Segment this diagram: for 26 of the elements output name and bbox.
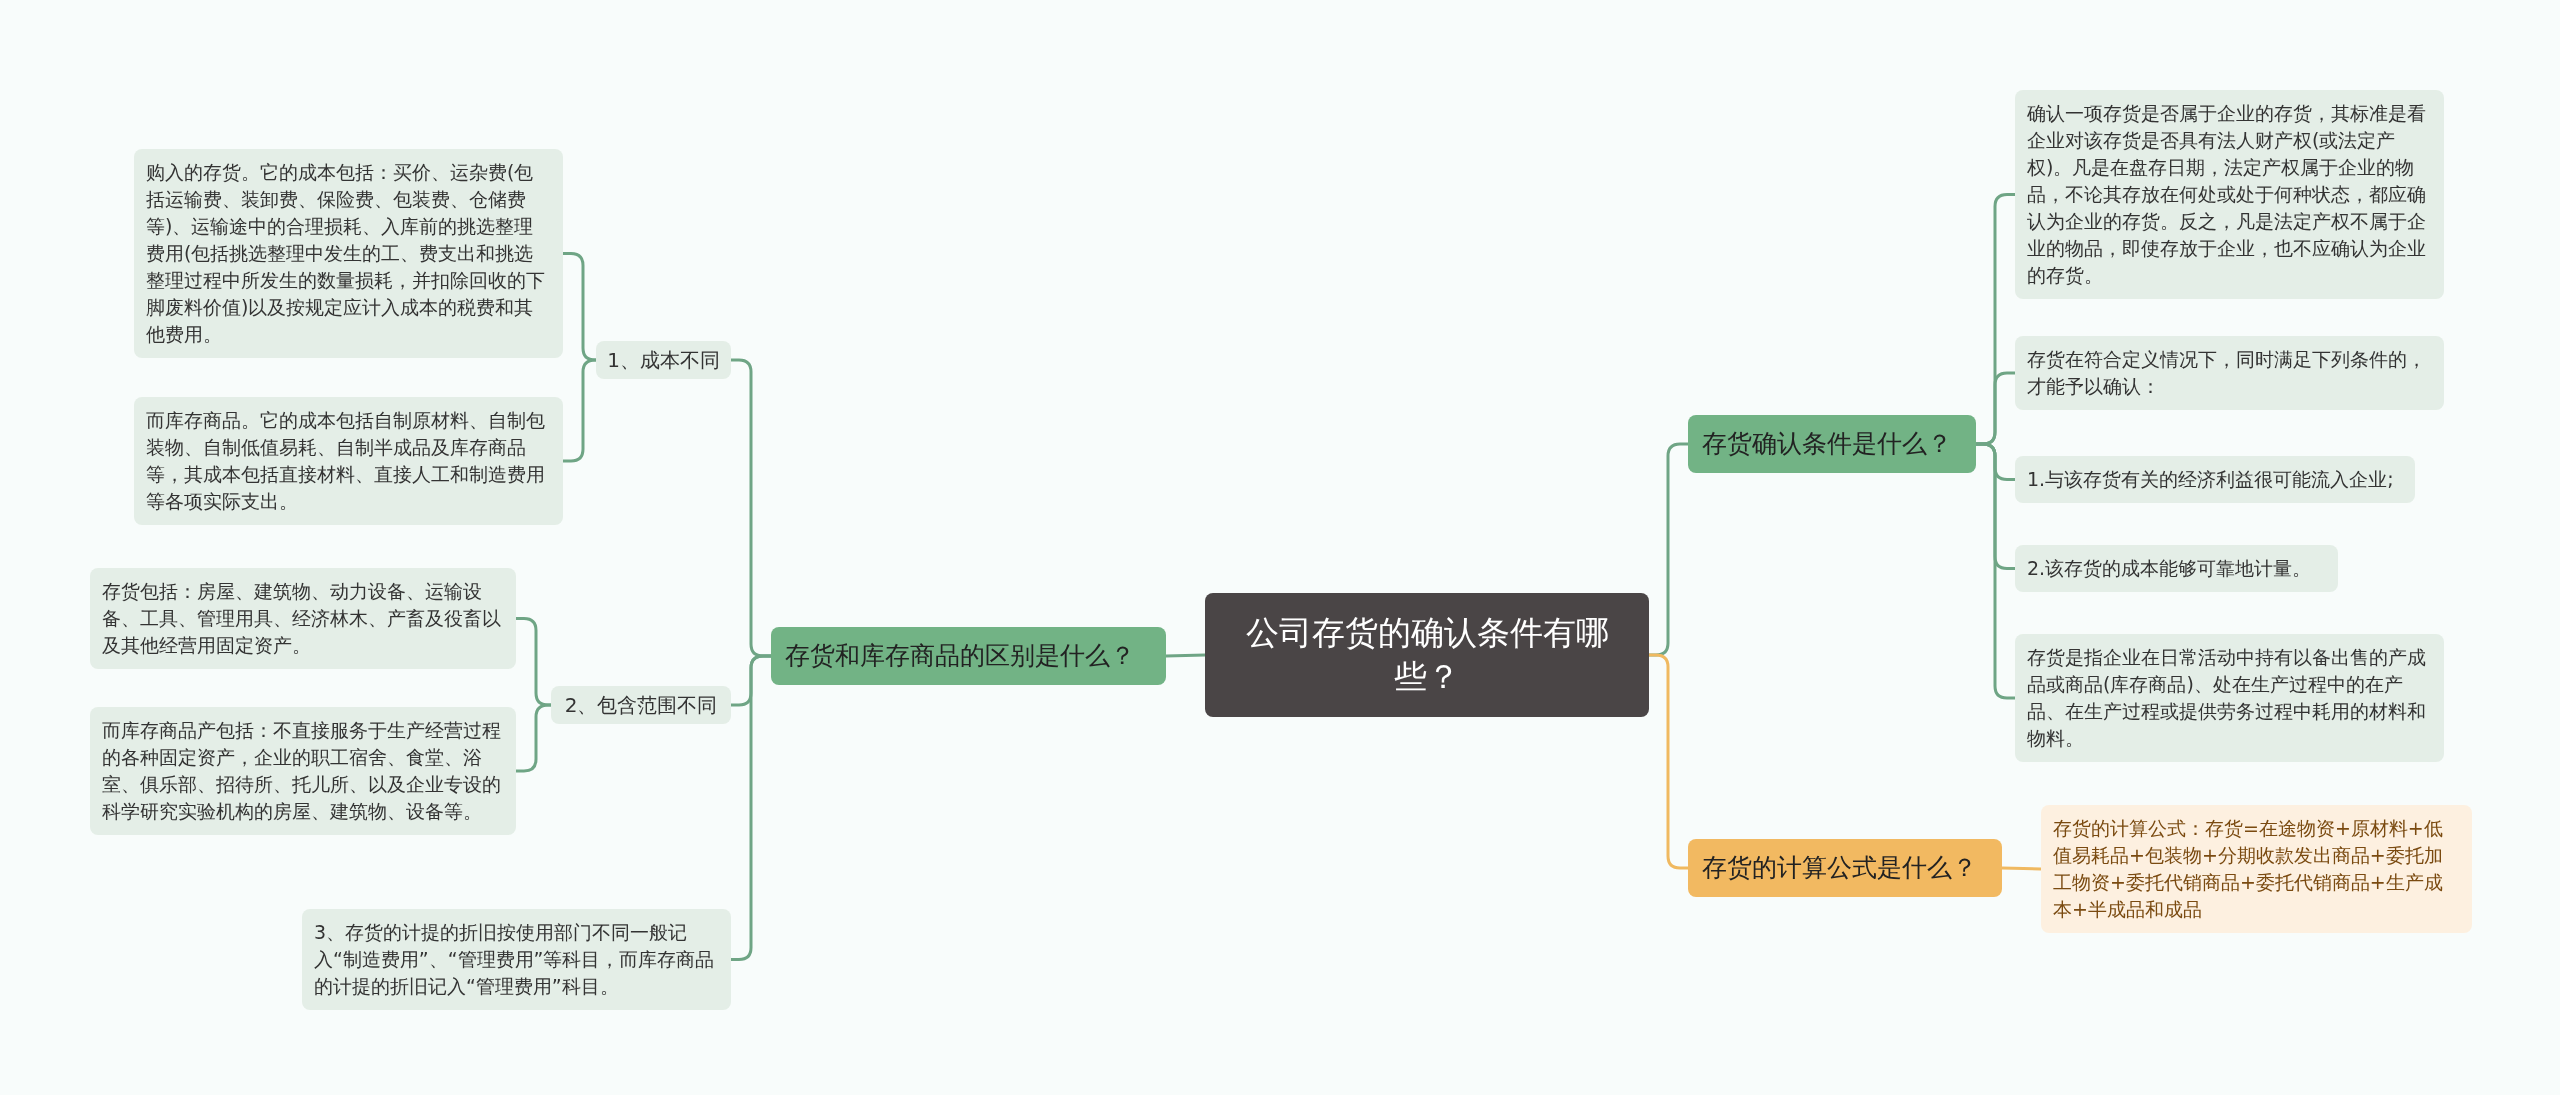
note-box: 存货在符合定义情况下，同时满足下列条件的，才能予以确认：	[2015, 336, 2444, 410]
note-box: 1.与该存货有关的经济利益很可能流入企业;	[2015, 456, 2415, 503]
note-box: 而库存商品产包括：不直接服务于生产经营过程的各种固定资产，企业的职工宿舍、食堂、浴室、俱乐部、招待所、托儿所、以及企业专设的科学研究实验机构的房屋、建筑物、设备等。	[90, 707, 516, 835]
connector-line	[1976, 442, 2015, 700]
note-box: 存货的计算公式：存货=在途物资+原材料+低值易耗品+包装物+分期收款发出商品+委托加工物资+委托代销商品+委托代销商品+生产成本+半成品和成品	[2041, 805, 2472, 933]
connector-line	[2001, 866, 2042, 871]
connector-line	[563, 358, 597, 463]
connector-line	[731, 654, 771, 961]
topic-box: 存货确认条件是什么？	[1688, 415, 1976, 473]
central-topic-box: 公司存货的确认条件有哪些？	[1205, 593, 1649, 717]
connector-line	[516, 703, 551, 773]
topic-box: 存货和库存商品的区别是什么？	[771, 627, 1166, 685]
note-box: 存货是指企业在日常活动中持有以备出售的产成品或商品(库存商品)、处在生产过程中的在产品、在生产过程或提供劳务过程中耗用的材料和物料。	[2015, 634, 2444, 762]
connector-line	[516, 617, 551, 707]
topic-box: 存货的计算公式是什么？	[1688, 839, 2002, 897]
connector-line	[1165, 653, 1206, 658]
note-box: 确认一项存货是否属于企业的存货，其标准是看企业对该存货是否具有法人财产权(或法定产权)。凡是在盘存日期，法定产权属于企业的物品，不论其存放在何处或处于何种状态，都应确认为企业的存货。反之，凡是法定产权不属于企业的物品，即使存放于企业，也不应确认为企业的存货。	[2015, 90, 2444, 299]
note-box: 3、存货的计提的折旧按使用部门不同一般记入“制造费用”、“管理费用”等科目，而库存商品的计提的折旧记入“管理费用”科目。	[302, 909, 731, 1010]
subtopic-box: 1、成本不同	[596, 341, 731, 379]
subtopic-box: 2、包含范围不同	[551, 686, 731, 724]
connector-line	[563, 252, 597, 362]
note-box: 而库存商品。它的成本包括自制原材料、自制包装物、自制低值易耗、自制半成品及库存商品等，其成本包括直接材料、直接人工和制造费用等各项实际支出。	[134, 397, 563, 525]
note-box: 购入的存货。它的成本包括：买价、运杂费(包括运输费、装卸费、保险费、包装费、仓储费等)、运输途中的合理损耗、入库前的挑选整理费用(包括挑选整理中发生的工、费支出和挑选整理过程中所发生的数量损耗，并扣除回收的下脚废料价值)以及按规定应计入成本的税费和其他费用。	[134, 149, 563, 358]
connector-line	[1649, 653, 1688, 870]
note-box: 2.该存货的成本能够可靠地计量。	[2015, 545, 2338, 592]
note-box: 存货包括：房屋、建筑物、动力设备、运输设备、工具、管理用具、经济林木、产畜及役畜以及其他经营用固定资产。	[90, 568, 516, 669]
